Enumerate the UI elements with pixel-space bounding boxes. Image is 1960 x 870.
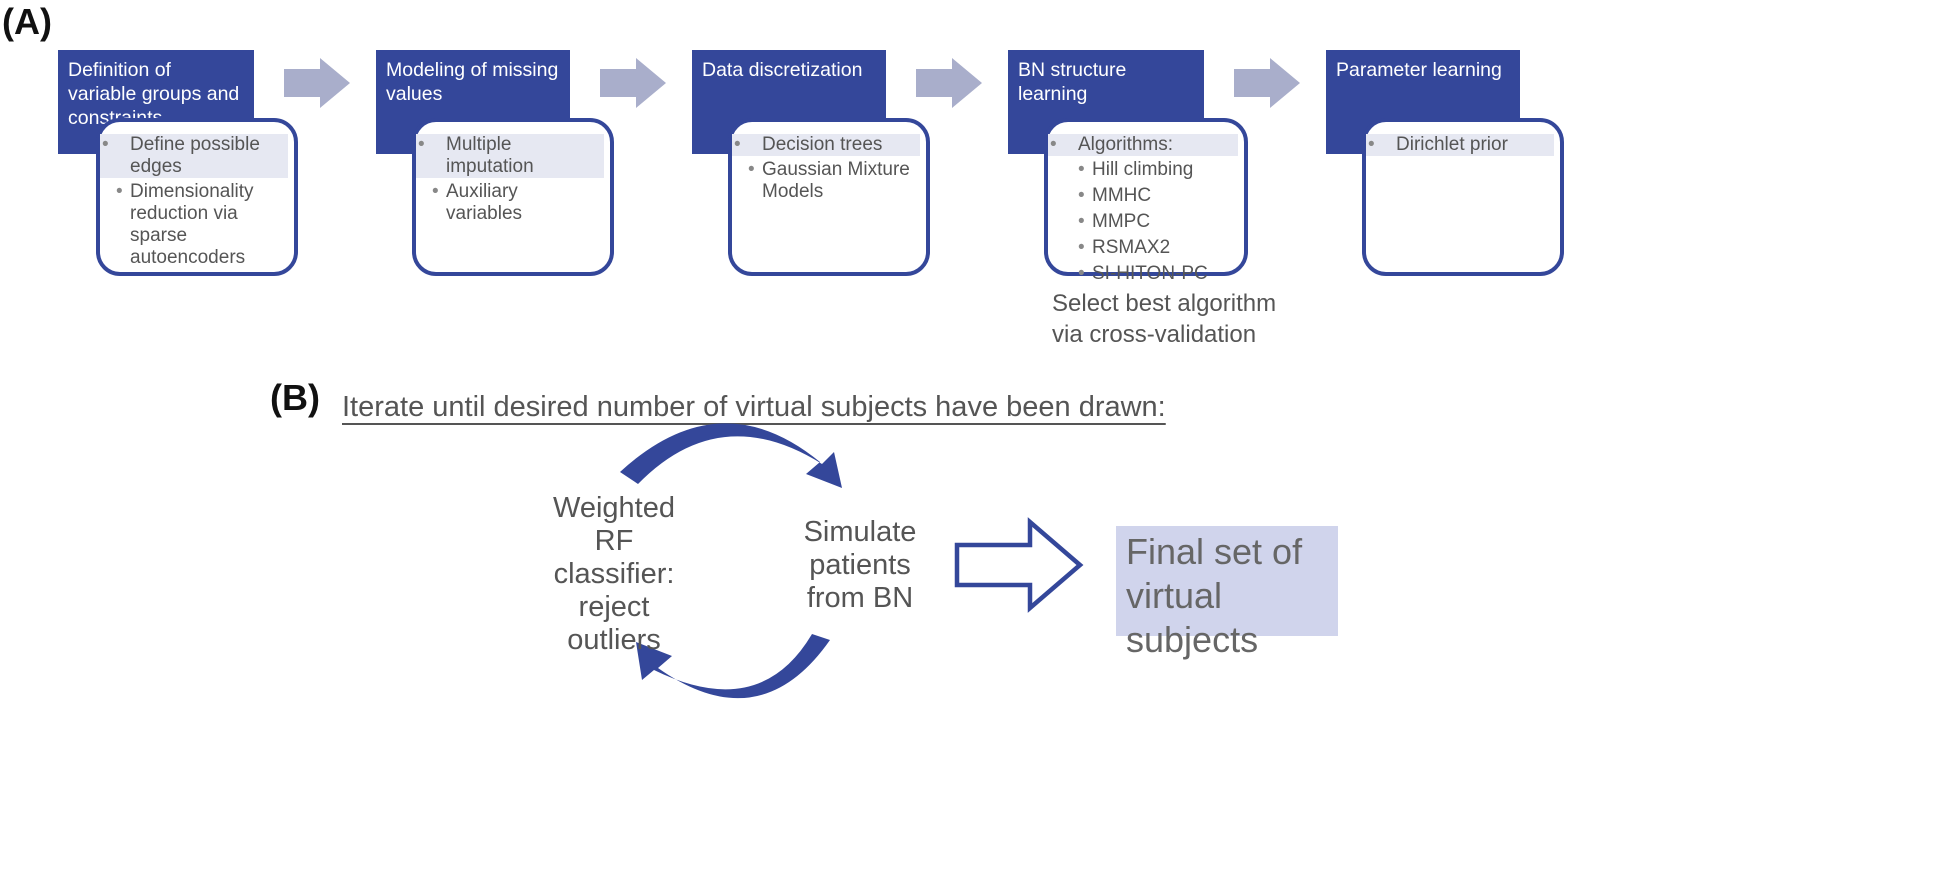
step-details-box: Algorithms: Hill climbingMMHC MMPC RSMAX2SI… — [1044, 118, 1248, 285]
cycle-arrow-bottom — [636, 634, 830, 699]
sub-bullet-item: SI-HITON-PC — [1062, 263, 1230, 285]
step-details-box: Multiple imputationAuxiliary variables — [412, 118, 614, 276]
flow-arrow — [600, 58, 666, 108]
sub-bullet-item: MMPC — [1062, 211, 1230, 233]
bullet-item: Multiple imputation — [416, 134, 604, 178]
bullet-item: Dirichlet prior — [1366, 134, 1554, 156]
step-details-box: Dirichlet prior — [1362, 118, 1564, 276]
sub-bullet-item: MMHC — [1062, 185, 1230, 207]
cycle-arrow-top — [620, 423, 842, 488]
final-arrow — [954, 517, 1084, 613]
final-set-box: Final set of virtual subjects — [1116, 526, 1338, 660]
bullet-item: Decision trees — [732, 134, 920, 156]
bullet-item: Dimensionality reduction via sparse auto… — [114, 181, 280, 269]
iterate-title: Iterate until desired number of virtual … — [342, 391, 1166, 423]
bullet-item: Algorithms: — [1048, 134, 1238, 156]
panel-b-label: (B) — [270, 377, 320, 418]
sub-bullet-item: RSMAX2 — [1062, 237, 1230, 259]
bullet-item: Define possible edges — [100, 134, 288, 178]
bullet-item: Gaussian Mixture Models — [746, 159, 912, 203]
sub-bullet-item: Hill climbing — [1062, 159, 1230, 181]
simulate-patients-text: Simulate patients from BN — [803, 516, 917, 614]
flow-arrow — [916, 58, 982, 108]
flow-arrow — [1234, 58, 1300, 108]
rf-classifier-text: Weighted RF classifier: reject outliers — [553, 492, 675, 656]
step-details-box: Decision treesGaussian Mixture Models — [728, 118, 930, 276]
bullet-item: Auxiliary variables — [430, 181, 596, 225]
panel-a-label: (A) — [2, 1, 52, 42]
structure-learning-note: Select best algorithm via cross-validati… — [1052, 290, 1277, 348]
flow-arrow — [284, 58, 350, 108]
step-details-box: Define possible edgesDimensionality redu… — [96, 118, 298, 276]
